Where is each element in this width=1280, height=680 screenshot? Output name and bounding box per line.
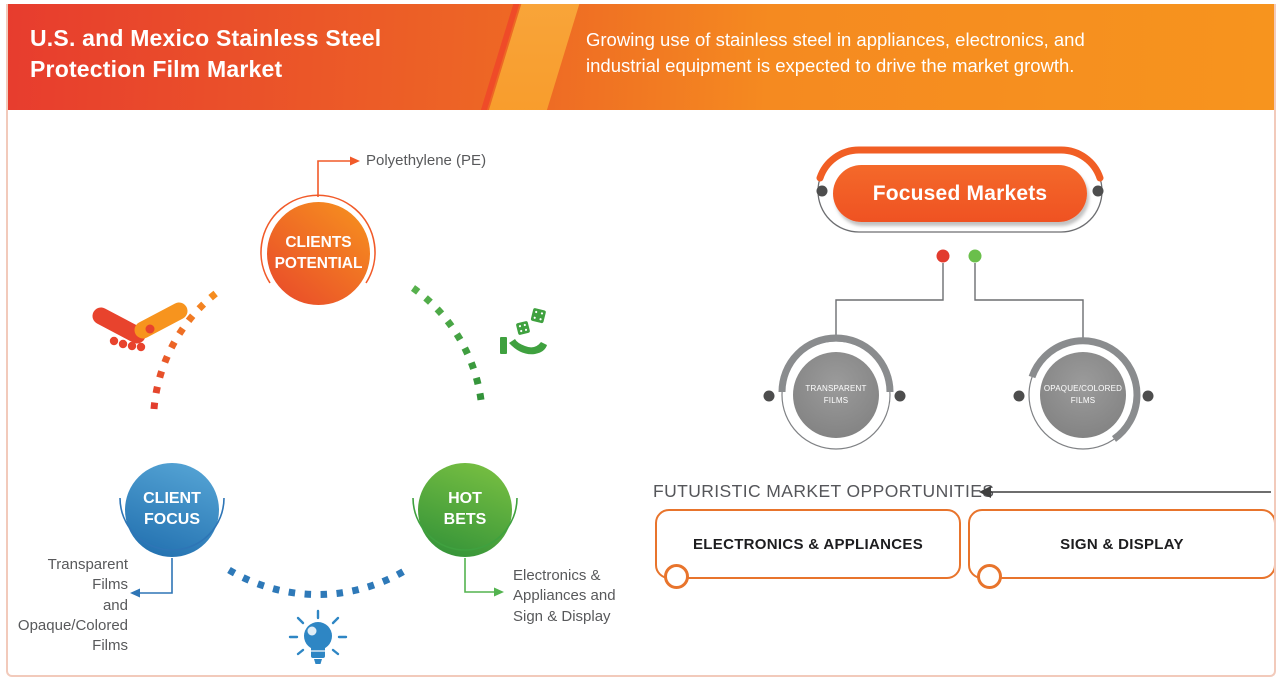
dotted-arc-orange [150,285,226,410]
node-transparent-films: TRANSPARENT FILMS [793,352,879,438]
dice-hand-icon [500,308,547,355]
branch-line-left [835,263,944,339]
connector-clients-potential [317,156,360,197]
branch-line-right [974,263,1084,339]
handshake-icon [92,302,188,352]
corner-ring-icon [977,564,1002,589]
header-banner: U.S. and Mexico Stainless Steel Protecti… [6,4,1276,110]
callout-polyethylene: Polyethylene (PE) [366,152,487,169]
header-slash [477,4,587,110]
opportunity-box-sign-display: SIGN & DISPLAY [968,509,1276,589]
branch-dot-red [936,249,950,263]
ring-dot-right [1092,185,1104,197]
connector-client-focus [130,558,173,598]
opportunities-heading: FUTURISTIC MARKET OPPORTUNITIES [653,481,995,501]
dotted-arc-green [410,285,486,410]
opportunities-arrow [979,486,1271,498]
opportunity-label: SIGN & DISPLAY [1060,535,1184,553]
focused-markets-pill: Focused Markets [833,165,1087,222]
callout-films: Transparent Films and Opaque/Colored Fil… [17,556,128,654]
corner-ring-icon [664,564,689,589]
node-opaque-colored-films: OPAQUE/COLORED FILMS [1040,352,1126,438]
opportunity-label: ELECTRONICS & APPLIANCES [693,535,923,553]
page-title: U.S. and Mexico Stainless Steel Protecti… [30,25,382,82]
node-hot-bets: HOT BETS [418,463,512,557]
dotted-arc-blue [227,566,408,599]
branch-dot-green [968,249,982,263]
node-clients-potential: CLIENTS POTENTIAL [267,202,370,305]
connector-hot-bets [464,558,504,597]
lightbulb-icon [288,609,348,664]
node-client-focus: CLIENT FOCUS [125,463,219,557]
callout-electronics: Electronics & Appliances and Sign & Disp… [513,567,616,625]
ring-dot-left [816,185,828,197]
opportunity-box-electronics-appliances: ELECTRONICS & APPLIANCES [655,509,961,589]
page-subtitle: Growing use of stainless steel in applia… [586,29,1085,77]
